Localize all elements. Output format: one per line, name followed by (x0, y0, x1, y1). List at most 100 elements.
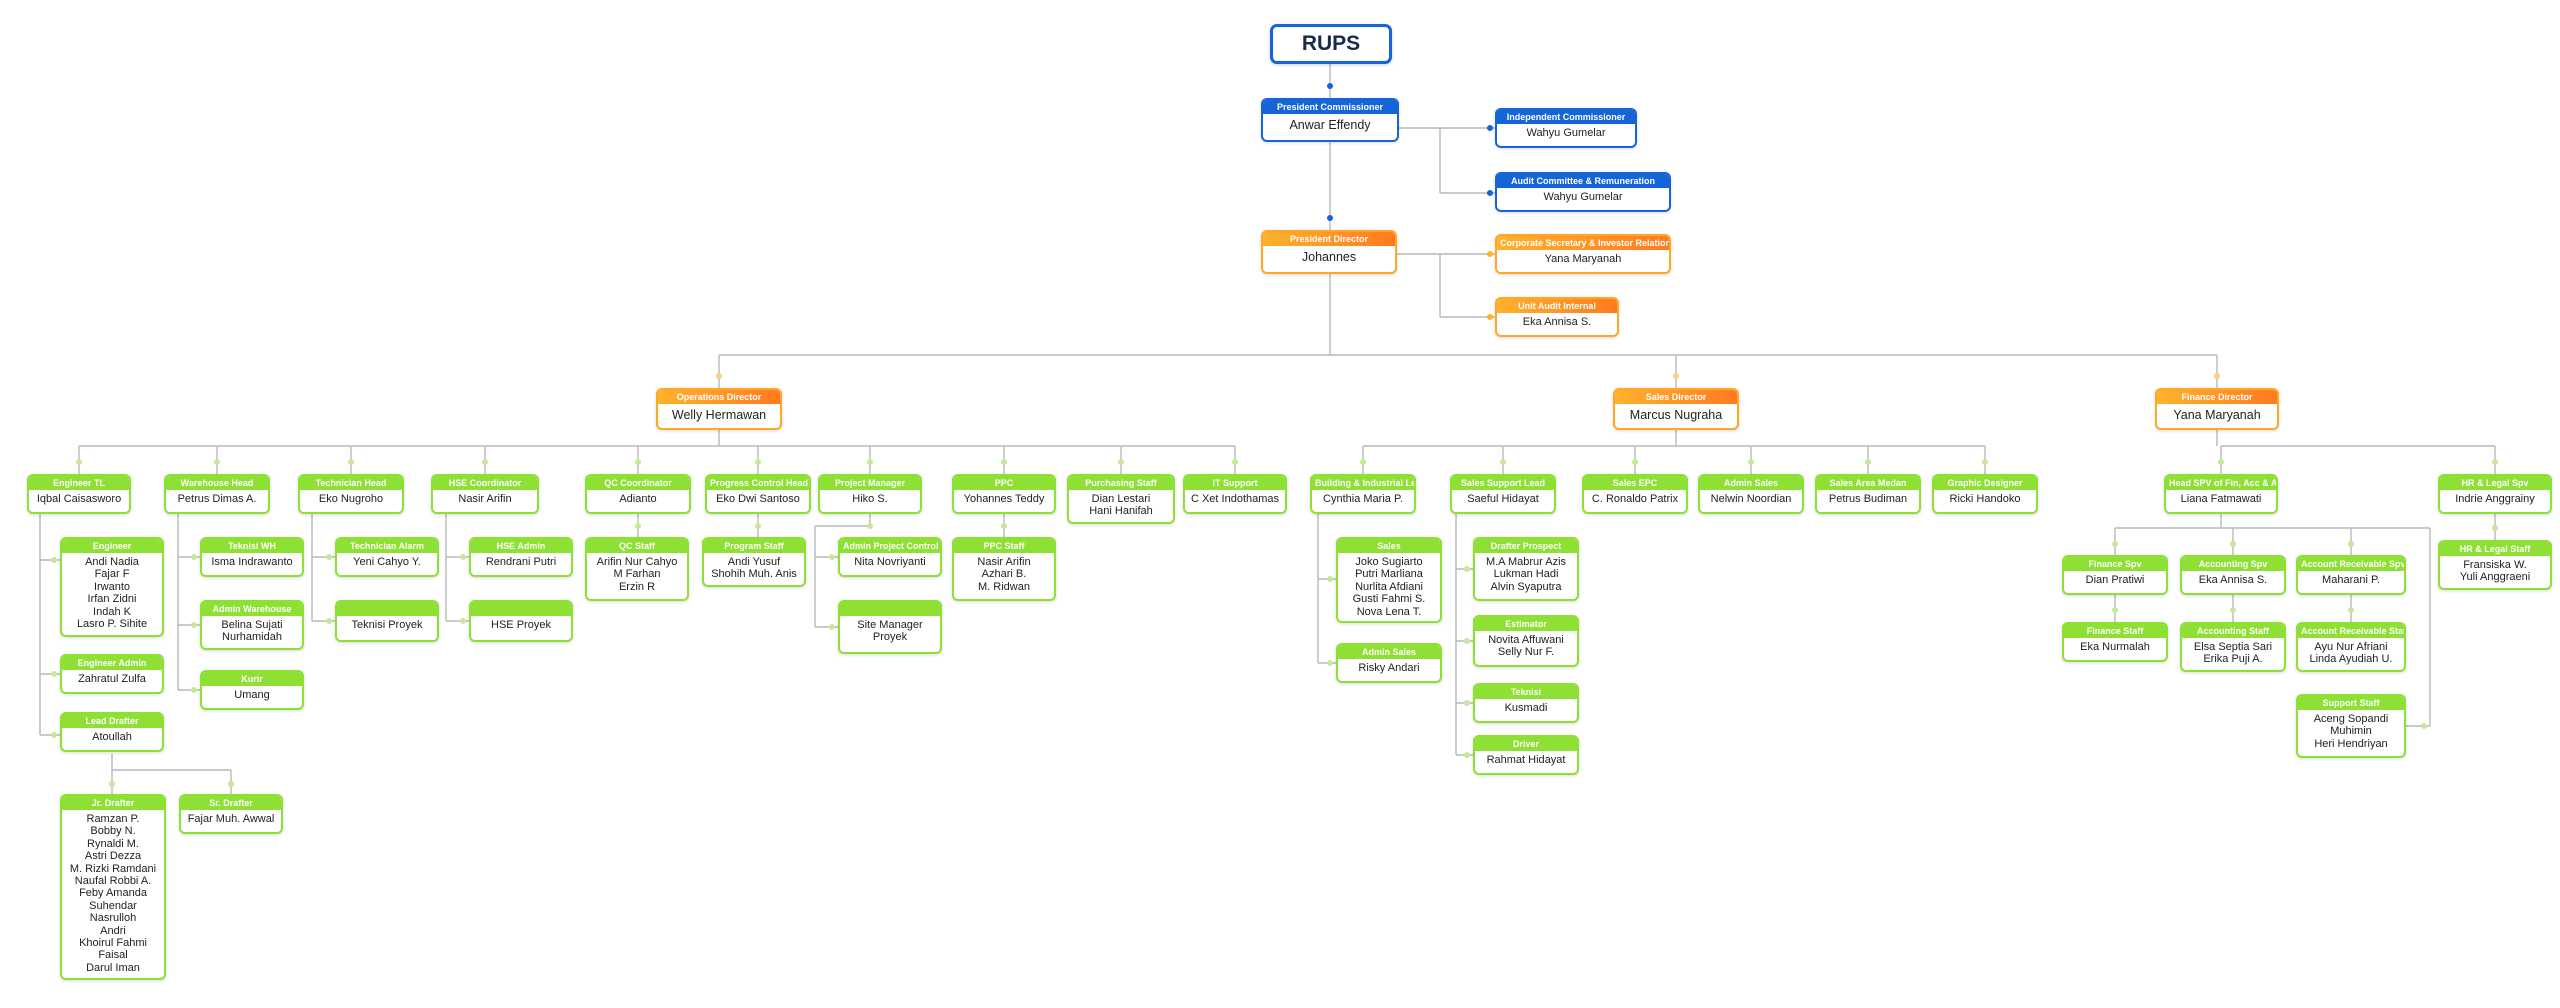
connector-dot (829, 554, 835, 560)
connector-dot (482, 459, 488, 465)
connector-dot (2112, 607, 2118, 613)
node-name: Liana Fatmawati (2180, 493, 2262, 505)
node-name: C. Ronaldo Patrix (1591, 493, 1679, 505)
node-role: Engineer Admin (62, 656, 162, 670)
connector-dot (1748, 459, 1754, 465)
node-name: Nita Novriyanti (854, 556, 926, 568)
node-role: Project Manager (820, 476, 920, 490)
node-name: Arifin Nur Cahyo M Farhan Erzin R (596, 556, 678, 593)
connector-dot (1327, 660, 1333, 666)
node-role: Technician Alarm (337, 539, 437, 553)
node-hse-proyek: HSE Proyek (469, 600, 573, 642)
connector-dot (1464, 752, 1470, 758)
connector-dot (1464, 700, 1470, 706)
node-role: Admin Project Control (840, 539, 940, 553)
connector-dot (1487, 190, 1493, 196)
node-name: Wahyu Gumelar (1526, 127, 1606, 139)
node-role (337, 602, 437, 616)
connector-dot (51, 557, 57, 563)
node-role: Warehouse Head (166, 476, 268, 490)
connector-dot (228, 781, 234, 787)
node-role: Sales Support Lead (1452, 476, 1554, 490)
connector-dot (1487, 314, 1493, 320)
node-name: Petrus Budiman (1828, 493, 1908, 505)
node-name: Ayu Nur Afriani Linda Ayudiah U. (2309, 641, 2393, 666)
node-role: Technician Head (300, 476, 402, 490)
node-name: C Xet Indothamas (1190, 493, 1280, 505)
node-role: QC Staff (587, 539, 687, 553)
node-role: Corporate Secretary & Investor Relation (1497, 236, 1669, 250)
node-name: Marcus Nugraha (1629, 408, 1723, 422)
node-role: Driver (1475, 737, 1577, 751)
connector-dot (1487, 125, 1493, 131)
node-role: Admin Sales (1338, 645, 1440, 659)
connector-dot (1982, 459, 1988, 465)
connector-dot (1001, 523, 1007, 529)
connector-dot (1360, 459, 1366, 465)
node-name: Rendrani Putri (485, 556, 557, 568)
connector-dot (460, 618, 466, 624)
node-name: Yana Maryanah (2173, 408, 2261, 422)
node-role: PPC (954, 476, 1054, 490)
node-role: IT Support (1185, 476, 1285, 490)
connector-dot (460, 554, 466, 560)
node-role: Sr. Drafter (181, 796, 281, 810)
node-role: Lead Drafter (62, 714, 162, 728)
node-role: Drafter Prospect (1475, 539, 1577, 553)
node-name: Eka Nurmalah (2080, 641, 2150, 653)
connector-dot (1865, 459, 1871, 465)
connector-dot (326, 554, 332, 560)
node-name: Atoullah (92, 731, 132, 743)
connector-dot (1632, 459, 1638, 465)
connector-dot (1118, 459, 1124, 465)
connector-dot (867, 459, 873, 465)
node-role: Graphic Designer (1934, 476, 2036, 490)
node-name: Nasir Arifin Azhari B. M. Ridwan (977, 556, 1031, 593)
node-role: Admin Sales (1700, 476, 1802, 490)
node-role: Operations Director (658, 390, 780, 404)
node-role: Account Receivable Staff (2298, 624, 2404, 638)
connector-dot (2348, 541, 2354, 547)
rups-box: RUPS (1270, 24, 1392, 64)
connector-dot (755, 523, 761, 529)
node-name: Novita Affuwani Selly Nur F. (1488, 634, 1564, 659)
node-role: Jr. Drafter (62, 796, 164, 810)
node-name: Kusmadi (1504, 702, 1548, 714)
node-name: Isma Indrawanto (211, 556, 293, 568)
connector-dot (1464, 566, 1470, 572)
node-name: Fransiska W. Yuli Anggraeni (2459, 559, 2531, 584)
connector-dot (2112, 541, 2118, 547)
node-name: Fajar Muh. Awwal (187, 813, 275, 825)
node-role: Purchasing Staff (1069, 476, 1173, 490)
node-name: Petrus Dimas A. (177, 493, 257, 505)
connector-dot (1327, 576, 1333, 582)
node-name: Ricki Handoko (1949, 493, 2021, 505)
connector-dot (2230, 541, 2236, 547)
